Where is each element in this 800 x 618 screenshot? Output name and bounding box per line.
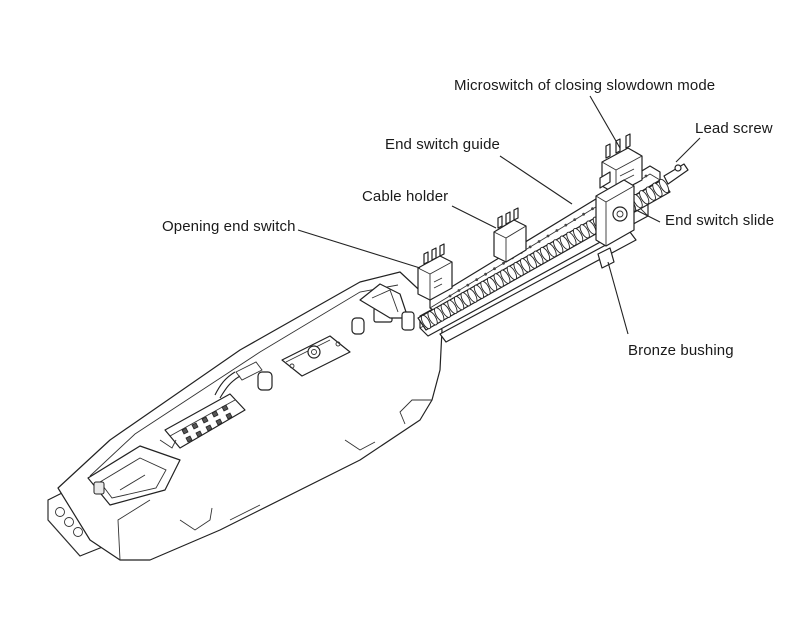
guide-hole bbox=[528, 245, 532, 249]
guide-hole bbox=[457, 289, 461, 292]
thread-turn bbox=[486, 277, 498, 292]
label-bronze-bushing: Bronze bushing bbox=[628, 342, 734, 359]
leader-end-switch-guide bbox=[499, 155, 573, 205]
thread-turn bbox=[645, 186, 656, 201]
thread-turn bbox=[473, 284, 485, 299]
label-end-switch-slide: End switch slide bbox=[665, 212, 775, 229]
leader-bronze-bushing bbox=[607, 261, 629, 335]
thread-turn bbox=[546, 243, 557, 258]
lead-screw-tip bbox=[663, 163, 689, 185]
guide-hole bbox=[546, 234, 550, 238]
thread-turn bbox=[500, 269, 511, 284]
leader-opening-end-switch bbox=[297, 229, 421, 269]
thread-turn bbox=[467, 288, 478, 303]
guide-hole bbox=[466, 283, 470, 287]
label-end-switch-guide: End switch guide bbox=[385, 136, 501, 153]
circuit-board bbox=[281, 335, 351, 377]
thread-turn bbox=[420, 314, 432, 330]
housing-bosses bbox=[351, 283, 415, 335]
thread-turn bbox=[493, 273, 504, 288]
front-pocket bbox=[87, 445, 181, 506]
guide-hole bbox=[448, 294, 452, 298]
thread-turn bbox=[434, 307, 445, 322]
guide-hole bbox=[537, 240, 541, 243]
opening-end-switch-part bbox=[417, 243, 453, 301]
thread-turn bbox=[513, 261, 524, 277]
thread-turn bbox=[533, 250, 544, 265]
leader-cable-holder bbox=[451, 205, 497, 229]
cable-holder-part bbox=[493, 207, 527, 263]
thread-turn bbox=[639, 190, 650, 205]
thread-turn bbox=[460, 292, 471, 307]
guide-hole bbox=[591, 207, 594, 211]
guide-hole bbox=[555, 229, 559, 232]
thread-turn bbox=[427, 311, 438, 326]
thread-turn bbox=[526, 254, 537, 269]
terminal-block bbox=[159, 393, 246, 449]
thread-turn bbox=[447, 299, 458, 315]
wiring bbox=[214, 361, 273, 399]
end-switch-slide-part bbox=[595, 171, 635, 269]
leader-lead-screw bbox=[675, 137, 701, 163]
guide-hole bbox=[573, 218, 577, 222]
thread-turn bbox=[440, 303, 451, 318]
label-lead-screw: Lead screw bbox=[695, 120, 773, 137]
thread-turn bbox=[453, 295, 465, 311]
leader-lines bbox=[297, 95, 701, 335]
thread-turn bbox=[658, 178, 670, 194]
label-opening-end-switch: Opening end switch bbox=[162, 218, 296, 235]
thread-turn bbox=[652, 182, 663, 197]
guide-hole bbox=[564, 223, 568, 227]
label-cable-holder: Cable holder bbox=[362, 188, 449, 205]
guide-hole bbox=[582, 212, 585, 216]
guide-hole bbox=[475, 278, 479, 281]
guide-hole bbox=[493, 267, 496, 271]
thread-turn bbox=[506, 265, 518, 281]
guide-hole bbox=[502, 261, 505, 265]
thread-turn bbox=[539, 246, 551, 262]
leader-microswitch bbox=[589, 95, 621, 149]
label-microswitch: Microswitch of closing slowdown mode bbox=[454, 77, 716, 94]
leader-end-switch-slide bbox=[635, 209, 661, 223]
thread-turn bbox=[559, 235, 570, 250]
guide-hole bbox=[484, 272, 487, 276]
thread-turn bbox=[566, 231, 577, 247]
thread-turn bbox=[586, 220, 597, 235]
guide-hole bbox=[644, 174, 648, 178]
thread-turn bbox=[480, 280, 491, 296]
thread-turn bbox=[520, 258, 531, 273]
thread-turn bbox=[579, 224, 590, 239]
thread-turn bbox=[553, 239, 564, 254]
thread-turn bbox=[572, 227, 584, 243]
